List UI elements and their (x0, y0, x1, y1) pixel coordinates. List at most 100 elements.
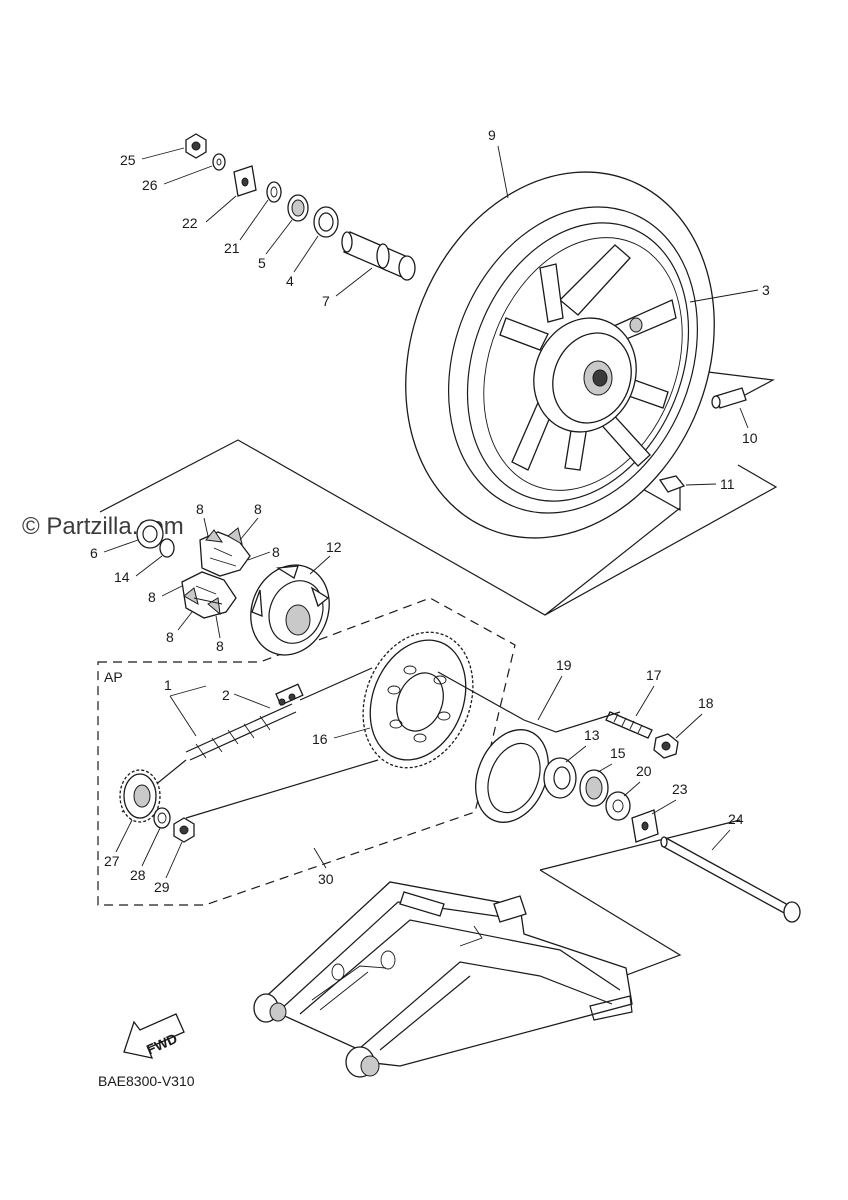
swingarm (253, 881, 633, 1078)
callout-1: 1 (164, 677, 172, 693)
leader-5 (265, 219, 293, 255)
bearing-13 (543, 757, 577, 799)
drive-sprocket-27 (119, 769, 161, 823)
wheel-hub (533, 317, 637, 433)
callout-23: 23 (672, 781, 688, 797)
callout-8-a: 8 (196, 501, 204, 517)
leader-30 (313, 847, 327, 869)
callout-15: 15 (610, 745, 626, 761)
balance-weight (658, 475, 686, 493)
callout-5: 5 (258, 255, 266, 271)
callout-29: 29 (154, 879, 170, 895)
leader-7 (335, 267, 373, 297)
leader-8-f (215, 615, 221, 639)
leader-28 (141, 827, 161, 867)
leader-18 (675, 713, 703, 739)
sprocket-guard-19 (475, 729, 549, 823)
callout-9: 9 (488, 127, 496, 143)
washer-26 (212, 153, 226, 171)
leader-19 (537, 675, 563, 721)
leader-16 (333, 727, 371, 739)
leader-27 (115, 819, 133, 853)
nut-29 (173, 817, 195, 843)
callout-12: 12 (326, 539, 342, 555)
callout-8-d: 8 (148, 589, 156, 605)
leader-4 (293, 235, 319, 273)
callout-22: 22 (182, 215, 198, 231)
callout-21: 21 (224, 240, 240, 256)
oil-seal-15 (579, 769, 609, 807)
washer-28 (153, 807, 171, 829)
rear-sprocket-16 (362, 631, 474, 769)
callout-10: 10 (742, 430, 758, 446)
leader-24 (711, 829, 731, 851)
callout-18: 18 (698, 695, 714, 711)
callout-14: 14 (114, 569, 130, 585)
leader-9 (497, 145, 509, 199)
spacer-7 (341, 231, 416, 281)
leader-8-c (247, 551, 271, 561)
callout-27: 27 (104, 853, 120, 869)
adjuster-plate-23 (631, 809, 659, 843)
leader-26 (163, 165, 213, 185)
leader-17 (635, 685, 655, 717)
callout-3: 3 (762, 282, 770, 298)
bearing-4 (313, 206, 339, 238)
leader-6 (103, 539, 139, 553)
leader-11 (685, 483, 717, 486)
callout-17: 17 (646, 667, 662, 683)
callout-28: 28 (130, 867, 146, 883)
leader-1 (169, 685, 207, 737)
forward-direction-arrow: FWD (123, 1013, 185, 1059)
stud-bolt-17 (605, 711, 653, 739)
leader-22 (205, 195, 237, 223)
callout-7: 7 (322, 293, 330, 309)
diagram-part-code: BAE8300-V310 (98, 1073, 195, 1089)
collar-21 (266, 181, 282, 203)
leader-8-d (161, 585, 183, 597)
leader-29 (165, 841, 183, 879)
callout-11: 11 (720, 476, 735, 492)
callout-26: 26 (142, 177, 158, 193)
tire-valve (629, 317, 747, 409)
leader-13 (565, 745, 587, 763)
callout-25: 25 (120, 152, 136, 168)
collar-14 (159, 538, 175, 558)
wheel-axle-24 (660, 836, 801, 923)
nut-25 (185, 133, 207, 159)
callout-24: 24 (728, 811, 744, 827)
bearing-6 (136, 519, 164, 549)
leader-8-a (203, 517, 209, 537)
leader-19-link (437, 671, 621, 733)
leader-10 (739, 407, 749, 429)
callout-8-e: 8 (166, 629, 174, 645)
leader-15 (597, 763, 613, 773)
callout-19: 19 (556, 657, 572, 673)
callout-8-f: 8 (216, 638, 224, 654)
leader-20 (623, 781, 641, 797)
oil-seal-5 (287, 194, 309, 222)
leader-8-b (239, 517, 259, 541)
callout-6: 6 (90, 545, 98, 561)
leader-2 (233, 693, 271, 709)
callout-13: 13 (584, 727, 600, 743)
hub-parts-group-outline (99, 439, 778, 616)
damper-lower (181, 571, 237, 619)
damper-upper (199, 527, 251, 577)
callout-4: 4 (286, 273, 294, 289)
callout-30: 30 (318, 871, 334, 887)
ap-assembly-outline (97, 597, 516, 906)
callout-20: 20 (636, 763, 652, 779)
collar-20 (605, 791, 631, 821)
leader-8-e (177, 611, 193, 631)
callout-8-c: 8 (272, 544, 280, 560)
drive-chain-1 (121, 667, 379, 819)
leader-12 (309, 555, 331, 575)
ap-assembly-label: AP (104, 669, 123, 685)
wheel-spokes (499, 244, 677, 471)
callout-16: 16 (312, 731, 328, 747)
leader-14 (135, 555, 163, 577)
nut-18 (653, 733, 679, 759)
plate-22 (233, 165, 257, 197)
